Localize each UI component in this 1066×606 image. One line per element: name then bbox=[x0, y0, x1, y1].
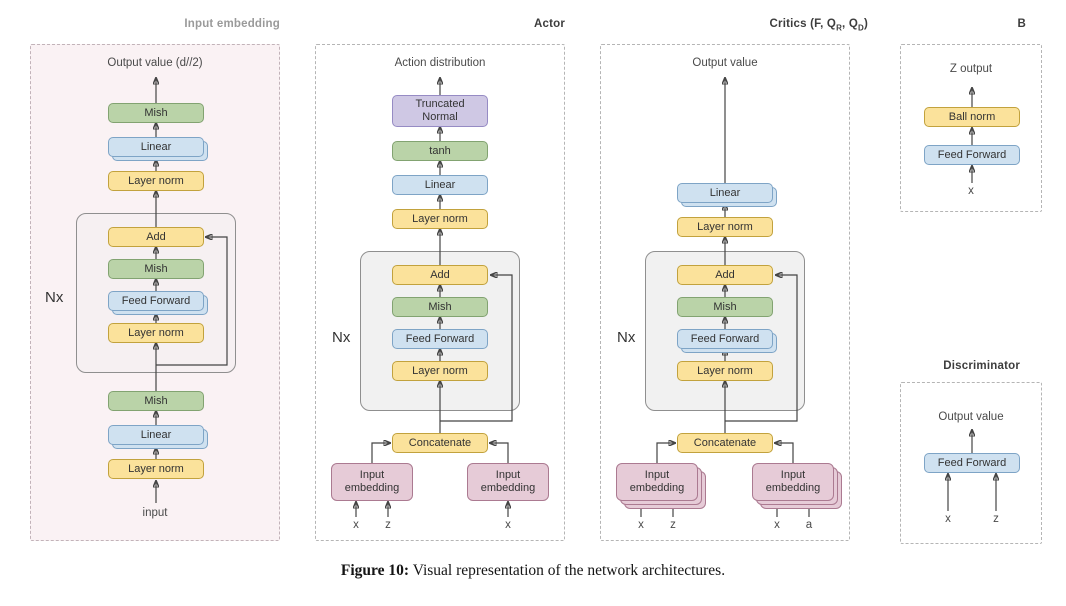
node-feed-forward: Feed Forward bbox=[392, 329, 488, 349]
node-input-embedding: Input embedding bbox=[467, 463, 549, 501]
node-add: Add bbox=[677, 265, 773, 285]
node-linear: Linear bbox=[108, 425, 204, 445]
figure-caption-text: Visual representation of the network arc… bbox=[412, 562, 726, 579]
output-value-label: Output value bbox=[938, 411, 1004, 423]
node-ball-norm: Ball norm bbox=[924, 107, 1020, 127]
output-value-label: Output value bbox=[692, 57, 758, 69]
node-layer-norm: Layer norm bbox=[392, 361, 488, 381]
node-layer-norm: Layer norm bbox=[677, 361, 773, 381]
panel-title-critics: Critics (F, QR, QD) bbox=[600, 18, 868, 32]
figure-caption: Figure 10: Visual representation of the … bbox=[0, 562, 1066, 580]
node-add: Add bbox=[108, 227, 204, 247]
node-layer-norm: Layer norm bbox=[108, 323, 204, 343]
node-mish: Mish bbox=[108, 391, 204, 411]
panel-title-discriminator: Discriminator bbox=[943, 360, 1020, 372]
node-concatenate: Concatenate bbox=[677, 433, 773, 453]
node-tanh: tanh bbox=[392, 141, 488, 161]
panel-input-embedding: Output value (d//2) Nx Mish Linear Layer… bbox=[30, 44, 280, 541]
critics-title-sub-d: D bbox=[857, 23, 864, 33]
node-concatenate: Concatenate bbox=[392, 433, 488, 453]
critics-title-sub-r: R bbox=[836, 23, 843, 33]
node-layer-norm: Layer norm bbox=[392, 209, 488, 229]
nx-label: Nx bbox=[332, 329, 351, 346]
critics-title-part: , Q bbox=[842, 18, 858, 30]
input-x-label: x bbox=[638, 519, 644, 531]
node-input-embedding: Input embedding bbox=[752, 463, 834, 501]
input-z-label: z bbox=[670, 519, 676, 531]
input-x-label: x bbox=[945, 513, 951, 525]
output-value-label: Output value (d//2) bbox=[107, 57, 203, 69]
output-value-label: Z output bbox=[949, 63, 993, 75]
node-feed-forward: Feed Forward bbox=[108, 291, 204, 311]
panel-b: Z output Ball norm Feed Forward x bbox=[900, 44, 1042, 212]
node-truncated-normal: Truncated Normal bbox=[392, 95, 488, 127]
figure-caption-label: Figure 10: bbox=[340, 562, 410, 579]
node-layer-norm: Layer norm bbox=[108, 459, 204, 479]
panel-title-input-embedding: Input embedding bbox=[184, 18, 280, 30]
panel-title-actor: Actor bbox=[533, 18, 565, 30]
panel-title-b: B bbox=[1017, 18, 1026, 30]
input-a-label: a bbox=[805, 519, 813, 531]
node-mish: Mish bbox=[108, 259, 204, 279]
input-x-label: x bbox=[774, 519, 780, 531]
output-value-label: Action distribution bbox=[394, 57, 486, 69]
critics-title-part: ) bbox=[863, 18, 868, 30]
node-linear: Linear bbox=[392, 175, 488, 195]
input-label: input bbox=[142, 507, 168, 519]
input-x-label: x bbox=[968, 185, 974, 197]
node-layer-norm: Layer norm bbox=[108, 171, 204, 191]
node-mish: Mish bbox=[108, 103, 204, 123]
node-mish: Mish bbox=[392, 297, 488, 317]
input-x-label: x bbox=[505, 519, 511, 531]
nx-label: Nx bbox=[45, 289, 64, 306]
node-layer-norm: Layer norm bbox=[677, 217, 773, 237]
panel-actor: Action distribution Nx Truncated Normal … bbox=[315, 44, 565, 541]
node-feed-forward: Feed Forward bbox=[677, 329, 773, 349]
nx-label: Nx bbox=[617, 329, 636, 346]
node-linear: Linear bbox=[108, 137, 204, 157]
input-z-label: z bbox=[385, 519, 391, 531]
node-mish: Mish bbox=[677, 297, 773, 317]
node-feed-forward: Feed Forward bbox=[924, 145, 1020, 165]
node-linear: Linear bbox=[677, 183, 773, 203]
node-input-embedding: Input embedding bbox=[331, 463, 413, 501]
panel-discriminator: Output value Feed Forward x z bbox=[900, 382, 1042, 544]
critics-title-part: Critics (F, Q bbox=[769, 18, 837, 30]
node-feed-forward: Feed Forward bbox=[924, 453, 1020, 473]
panel-critics: Output value Nx Linear Layer norm Add Mi… bbox=[600, 44, 850, 541]
input-x-label: x bbox=[353, 519, 359, 531]
input-z-label: z bbox=[993, 513, 999, 525]
node-input-embedding: Input embedding bbox=[616, 463, 698, 501]
node-add: Add bbox=[392, 265, 488, 285]
